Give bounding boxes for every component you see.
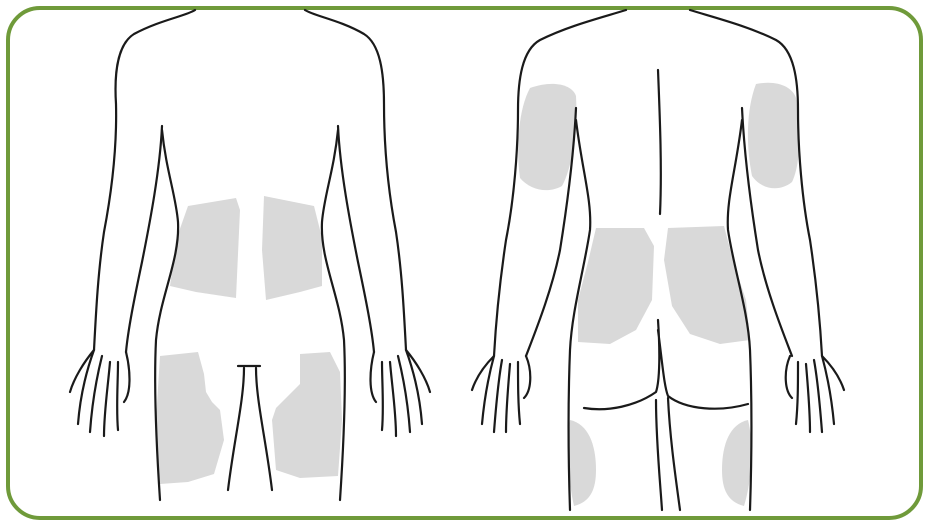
front-right-inner-arm bbox=[338, 126, 374, 352]
front-left-hand bbox=[70, 350, 130, 436]
back-figure bbox=[472, 10, 844, 510]
back-buttock-right-zone bbox=[664, 226, 750, 344]
front-crotch-outline bbox=[228, 366, 272, 490]
back-upper-arm-left-zone bbox=[518, 84, 576, 190]
back-buttock-left-zone bbox=[578, 228, 654, 344]
front-abdomen-left-zone bbox=[170, 198, 240, 298]
back-right-hand bbox=[786, 356, 844, 432]
front-body-left-outline bbox=[94, 10, 195, 350]
back-upper-arm-right-zone bbox=[748, 83, 800, 188]
back-thigh-right-zone bbox=[722, 420, 751, 506]
back-thigh-left-zone bbox=[568, 420, 596, 506]
front-thigh-left-zone bbox=[156, 352, 224, 484]
front-left-inner-arm bbox=[126, 126, 162, 352]
back-left-hand bbox=[472, 356, 530, 432]
back-legs-outline bbox=[656, 398, 680, 510]
front-right-hand bbox=[371, 350, 431, 436]
front-thigh-right-zone bbox=[272, 352, 342, 478]
back-spine-line bbox=[658, 70, 661, 214]
front-figure bbox=[70, 10, 430, 500]
front-body-right-outline bbox=[305, 10, 406, 350]
front-abdomen-right-zone bbox=[262, 196, 322, 300]
